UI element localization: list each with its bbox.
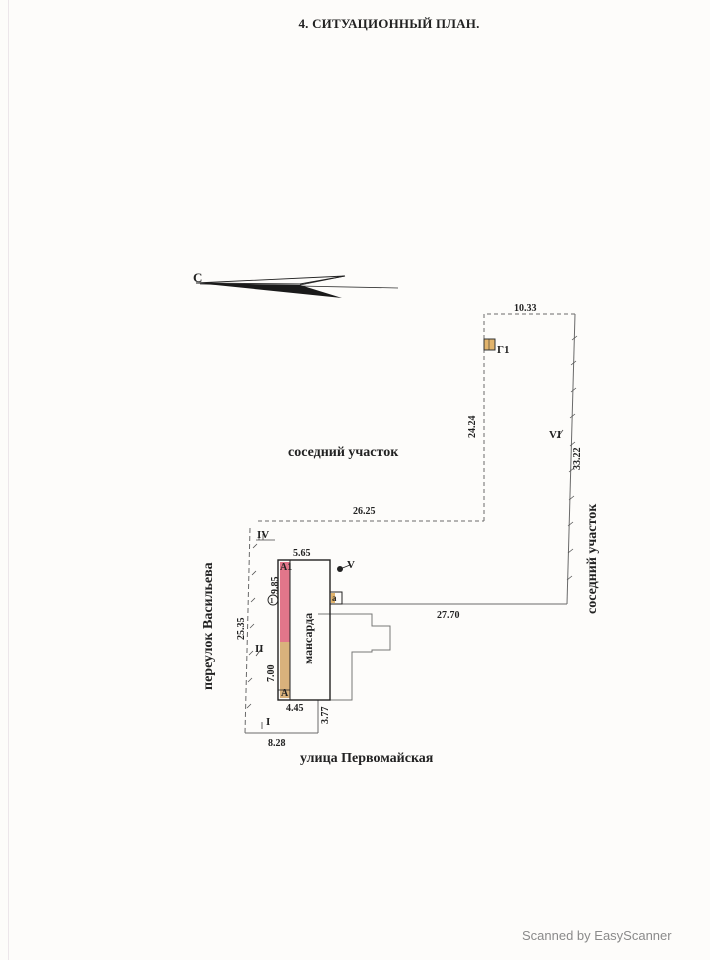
neighbor-building-outline bbox=[318, 613, 391, 701]
dim-house-lower-side: 7.00 bbox=[266, 665, 277, 683]
structure-small-a-label: a bbox=[332, 593, 337, 603]
roman-ii-label: II bbox=[255, 643, 264, 655]
dim-upper-left-side: 24.24 bbox=[467, 416, 478, 439]
neighbor-plot-top-label: соседний участок bbox=[288, 445, 399, 460]
dim-bottom-width: 8.28 bbox=[268, 738, 286, 749]
dim-house-bottom: 4.45 bbox=[286, 703, 304, 714]
shed-g1 bbox=[483, 338, 496, 351]
roman-i-label: I bbox=[266, 716, 270, 728]
porch-a bbox=[329, 591, 343, 605]
page-title: 4. СИТУАЦИОННЫЙ ПЛАН. bbox=[298, 16, 480, 31]
building-a1-fill bbox=[280, 562, 290, 642]
north-arrow-icon bbox=[195, 275, 399, 298]
page-edge-line bbox=[8, 0, 9, 960]
dim-top-width: 10.33 bbox=[514, 303, 537, 314]
circle-1-label: 1 bbox=[270, 597, 274, 605]
dim-right-side: 33.22 bbox=[572, 448, 583, 471]
roman-iv-label: IV bbox=[257, 529, 269, 541]
dimension-markers bbox=[255, 429, 564, 729]
dim-house-top: 5.65 bbox=[293, 548, 311, 559]
structure-a-label: A bbox=[281, 688, 289, 699]
roman-vi-label: VI bbox=[549, 429, 561, 441]
boundary-ticks bbox=[246, 335, 578, 709]
dim-left-side: 25.35 bbox=[236, 618, 247, 641]
mansard-label: мансарда bbox=[301, 613, 315, 664]
dim-house-upper-side: 9.85 bbox=[270, 577, 281, 595]
dim-bottom-right: 27.70 bbox=[437, 610, 460, 621]
dim-middle-top: 26.25 bbox=[353, 506, 376, 517]
lane-label: переулок Васильева bbox=[201, 562, 216, 690]
street-label: улица Первомайская bbox=[300, 751, 434, 766]
scanner-watermark: Scanned by EasyScanner bbox=[522, 928, 672, 943]
structure-a1-label: A1 bbox=[280, 562, 292, 573]
plot-boundary bbox=[244, 313, 576, 734]
roman-v-label: V bbox=[347, 559, 355, 571]
main-house bbox=[277, 559, 343, 701]
structure-g1-label: Г1 bbox=[497, 344, 510, 356]
building-a-fill bbox=[280, 642, 290, 698]
circle-1-marker bbox=[267, 594, 279, 606]
neighbor-plot-right-label: соседний участок bbox=[585, 503, 600, 614]
dim-bottom-offset: 3.77 bbox=[320, 707, 331, 725]
north-label: С bbox=[193, 270, 202, 285]
